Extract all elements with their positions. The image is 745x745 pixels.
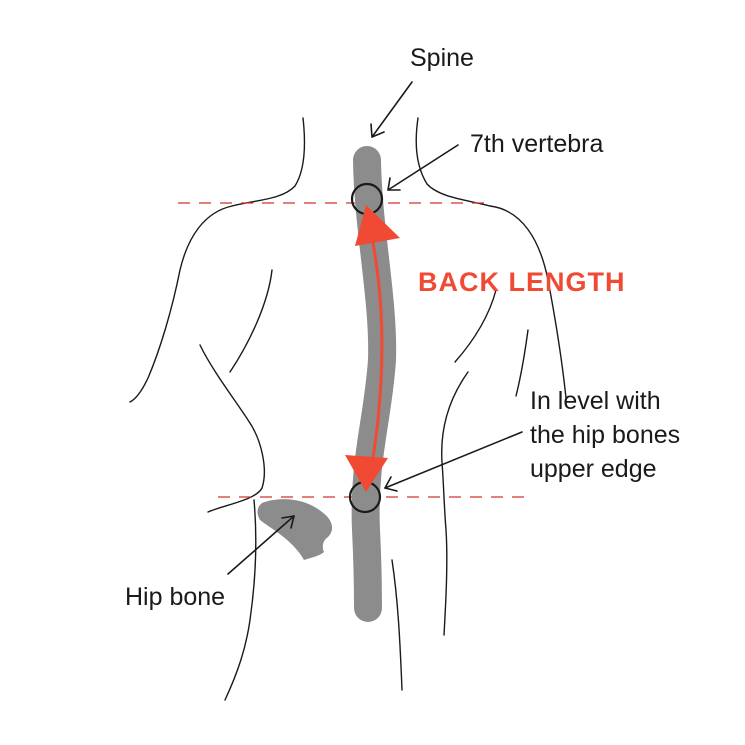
hip-bone-label: Hip bone [125,583,225,611]
right-scapula-line [454,289,497,363]
back-length-arrow [345,205,400,492]
neck-left-line [231,117,306,207]
gluteal-center-line [391,559,403,691]
spine-pointer-line [371,81,413,138]
vertebra-pointer-head [387,177,401,191]
right-shoulder-arm-line [489,205,567,399]
hip-bone-pointer-head [281,515,295,529]
left-torso-line [199,344,265,513]
pointer-arrows [227,81,523,575]
hip-level-label-line2: the hip bones [530,421,680,449]
vertebra-label: 7th vertebra [470,130,604,158]
left-lower-back-line [224,499,257,701]
right-inner-arm-line [515,329,529,397]
back-length-arrowhead-top [355,205,400,246]
hip-level-label-line1: In level with [530,387,661,415]
hip-bone-pointer-line [227,515,295,575]
spine-pointer-head [370,123,385,138]
hip-level-label-line3: upper edge [530,455,657,483]
neck-right-line [415,117,491,207]
hip-level-pointer-head [384,476,398,492]
left-shoulder-arm-line [129,205,233,403]
back-length-arrow-shaft [369,237,384,471]
hip-level-pointer-line [384,431,523,489]
right-torso-line [441,371,469,636]
spine-label: Spine [410,44,474,72]
body-outline [129,117,567,701]
left-scapula-line [229,269,273,373]
back-length-arrowhead-bottom [345,455,388,492]
back-length-label: BACK LENGTH [418,267,626,297]
hip-bone-shape [257,499,333,560]
vertebra-pointer-line [387,144,459,191]
